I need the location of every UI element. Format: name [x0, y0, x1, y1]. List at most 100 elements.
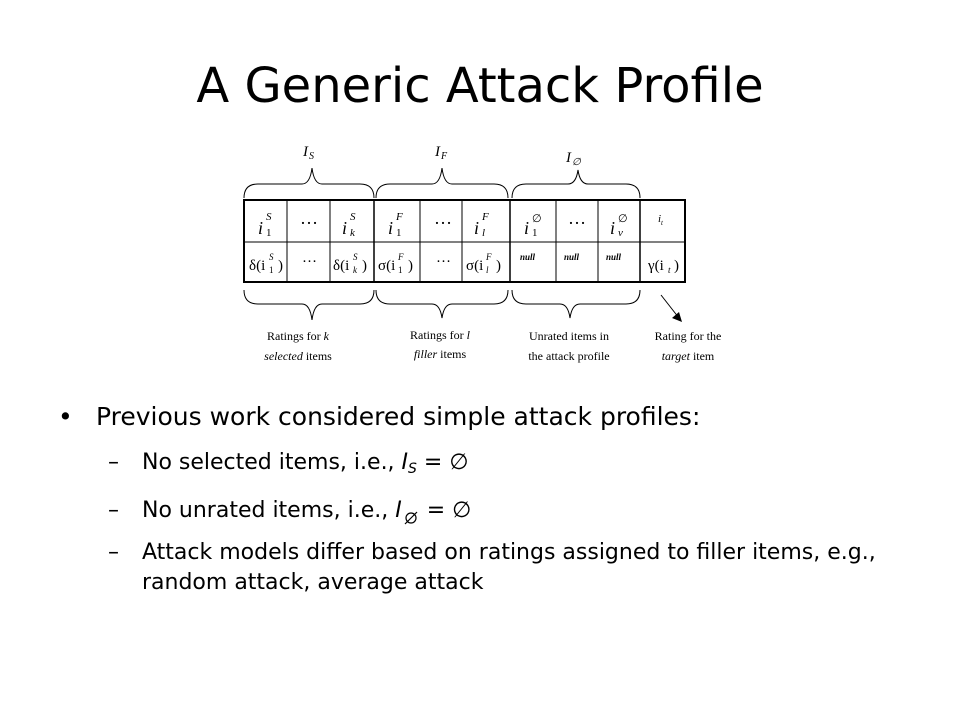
cell-unrated-dots: …: [568, 208, 586, 228]
bullet-main-text: Previous work considered simple attack p…: [96, 402, 701, 431]
rating-null-3: null: [606, 252, 622, 262]
bullet-sub-3: – Attack models differ based on ratings …: [58, 538, 938, 598]
svg-text:1: 1: [396, 227, 402, 239]
svg-text:I: I: [434, 144, 441, 160]
svg-text:i: i: [658, 213, 661, 225]
svg-text:γ(i: γ(i: [647, 258, 664, 274]
caption-unrated-line1: Unrated items in: [529, 329, 609, 343]
caption-filler-line1: Ratings for l: [410, 328, 471, 342]
svg-text:i: i: [610, 218, 615, 238]
svg-text:): ): [496, 258, 501, 274]
svg-text:F: F: [397, 252, 404, 262]
svg-text:i: i: [524, 218, 529, 238]
dash-icon: –: [108, 450, 119, 475]
bullet-sub-1-pre: No selected items, i.e.,: [142, 450, 402, 475]
profile-table: [243, 199, 686, 283]
cell-filler-last: i F l: [474, 211, 489, 239]
svg-text:t: t: [668, 265, 671, 275]
svg-text:σ(i: σ(i: [378, 258, 395, 274]
caption-filler-line2: filler items: [414, 347, 467, 361]
svg-text:δ(i: δ(i: [333, 258, 349, 274]
svg-text:I: I: [302, 144, 309, 160]
rating-filler-first: σ(i F 1 ): [378, 252, 413, 275]
svg-text:k: k: [350, 227, 356, 239]
group-label-unrated: I ∅: [565, 150, 582, 168]
caption-selected-line1: Ratings for k: [267, 329, 330, 343]
bullet-dot-icon: •: [58, 402, 73, 431]
cell-unrated-last: i ∅ v: [610, 213, 628, 239]
bullet-sub-2: – No unrated items, i.e., I = ∅: [58, 496, 938, 526]
bullet-sub-2-post: = ∅: [419, 498, 472, 523]
bullet-sub-1-post: = ∅: [416, 450, 469, 475]
svg-text:i: i: [258, 218, 263, 238]
caption-selected-line2: selected items: [264, 349, 332, 363]
bottom-brace-filler: [375, 289, 509, 319]
svg-text:S: S: [353, 252, 358, 262]
bullet-main: • Previous work considered simple attack…: [58, 400, 938, 434]
svg-text:): ): [362, 258, 367, 274]
svg-text:∅: ∅: [572, 157, 582, 168]
cell-filler-first: i F 1: [388, 211, 403, 239]
bullet-sub-2-pre: No unrated items, i.e.,: [142, 498, 396, 523]
empty-set-icon: [404, 511, 418, 525]
group-label-filler: I F: [434, 144, 448, 162]
caption-unrated-line2: the attack profile: [528, 349, 609, 363]
slide-title: A Generic Attack Profile: [196, 58, 764, 114]
dash-icon: –: [108, 498, 119, 523]
bullet-sub-3-text: Attack models differ based on ratings as…: [142, 540, 876, 595]
svg-text:): ): [674, 258, 679, 274]
svg-text:): ): [278, 258, 283, 274]
rating-null-1: null: [520, 252, 536, 262]
svg-text:l: l: [482, 227, 485, 239]
svg-text:S: S: [269, 252, 274, 262]
svg-text:σ(i: σ(i: [466, 258, 483, 274]
svg-text:l: l: [486, 265, 489, 275]
svg-text:1: 1: [398, 265, 403, 275]
cell-selected-dots: …: [300, 208, 318, 228]
rating-filler-last: σ(i F l ): [466, 252, 501, 275]
top-brace-filler: [375, 167, 509, 199]
bullet-sub-1-var: I: [401, 450, 409, 475]
caption-target-line2: target item: [662, 349, 715, 363]
svg-text:k: k: [353, 265, 358, 275]
svg-text:S: S: [350, 211, 356, 223]
svg-text:I: I: [565, 150, 572, 166]
bottom-brace-unrated: [511, 289, 641, 319]
svg-text:∅: ∅: [618, 213, 628, 225]
cell-selected-last: i S k: [342, 211, 356, 239]
cell-selected-first: i S 1: [258, 211, 272, 239]
svg-text:F: F: [440, 151, 448, 162]
group-label-selected: I S: [302, 144, 314, 162]
bullet-sub-1: – No selected items, i.e., IS = ∅: [58, 448, 938, 484]
svg-text:∅: ∅: [532, 213, 542, 225]
svg-text:i: i: [474, 218, 479, 238]
bullet-sub-2-var: I: [395, 498, 402, 523]
bullet-sub-1-sub: S: [408, 461, 417, 477]
svg-text:t: t: [661, 219, 664, 227]
caption-target-line1: Rating for the: [655, 329, 722, 343]
bottom-brace-selected: [243, 289, 375, 321]
svg-text:S: S: [309, 151, 314, 162]
svg-text:S: S: [266, 211, 272, 223]
cell-target-item: i t: [658, 213, 664, 227]
top-brace-unrated: [511, 169, 641, 199]
svg-text:F: F: [485, 252, 492, 262]
svg-text:1: 1: [532, 227, 538, 239]
rating-selected-last: δ(i S k ): [333, 252, 367, 275]
rating-selected-first: δ(i S 1 ): [249, 252, 283, 275]
cell-filler-dots: …: [434, 208, 452, 228]
attack-profile-diagram: I S I F I ∅ i S 1 … i S k: [243, 144, 722, 363]
dash-icon: –: [108, 540, 119, 565]
svg-text:1: 1: [266, 227, 272, 239]
svg-text:i: i: [388, 218, 393, 238]
target-arrow: [660, 294, 682, 322]
svg-text:δ(i: δ(i: [249, 258, 265, 274]
cell-unrated-first: i ∅ 1: [524, 213, 542, 239]
svg-text:F: F: [481, 211, 489, 223]
bullet-list: • Previous work considered simple attack…: [58, 400, 938, 610]
rating-filler-dots: …: [436, 250, 451, 266]
rating-selected-dots: …: [302, 250, 317, 266]
rating-null-2: null: [564, 252, 580, 262]
rating-target: γ(i t ): [647, 258, 679, 275]
top-brace-selected: [243, 167, 375, 199]
